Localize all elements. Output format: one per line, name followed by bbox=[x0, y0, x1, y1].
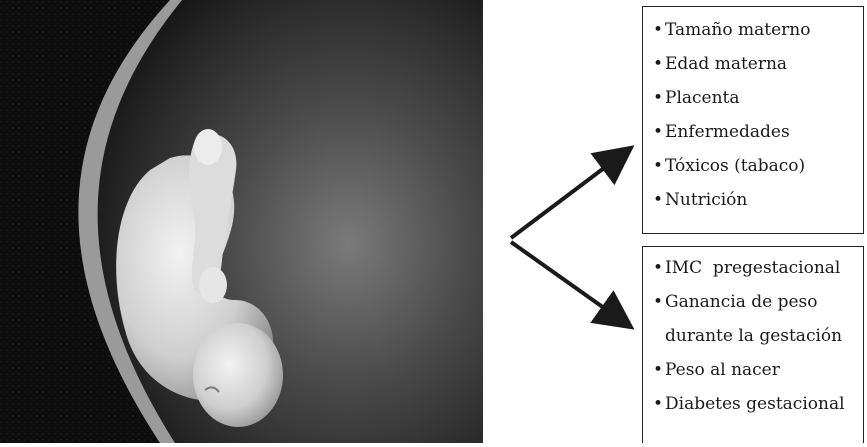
list-item: •IMC pregestacional bbox=[653, 257, 863, 279]
bullet: • bbox=[653, 291, 665, 313]
bullet: • bbox=[653, 87, 665, 109]
bullet: • bbox=[653, 393, 665, 415]
list-item: •Placenta bbox=[653, 87, 863, 109]
list-item: •Nutrición bbox=[653, 189, 863, 211]
arrows-area bbox=[483, 0, 643, 443]
list-item: •Peso al nacer bbox=[653, 359, 863, 381]
list-item: •Enfermedades bbox=[653, 121, 863, 143]
bullet: • bbox=[653, 19, 665, 41]
bullet: • bbox=[653, 189, 665, 211]
list-item: •Tóxicos (tabaco) bbox=[653, 155, 863, 177]
bullet: • bbox=[653, 155, 665, 177]
list-item: •Tamaño materno bbox=[653, 19, 863, 41]
list-item: •Diabetes gestacional bbox=[653, 393, 863, 415]
bullet: • bbox=[653, 257, 665, 279]
maternal-factors-box: •Tamaño materno •Edad materna •Placenta … bbox=[642, 6, 864, 234]
weight-factors-box: •IMC pregestacional •Ganancia de pesodur… bbox=[642, 246, 864, 443]
fetus-in-womb-icon bbox=[0, 0, 483, 443]
arrow-down bbox=[511, 242, 628, 325]
bullet: • bbox=[653, 53, 665, 75]
bullet: • bbox=[653, 359, 665, 381]
list-item: •Edad materna bbox=[653, 53, 863, 75]
fetus-photo bbox=[0, 0, 483, 443]
list-item: •Ganancia de pesodurante la gestación bbox=[653, 291, 863, 347]
bullet: • bbox=[653, 121, 665, 143]
arrow-up bbox=[511, 150, 628, 238]
